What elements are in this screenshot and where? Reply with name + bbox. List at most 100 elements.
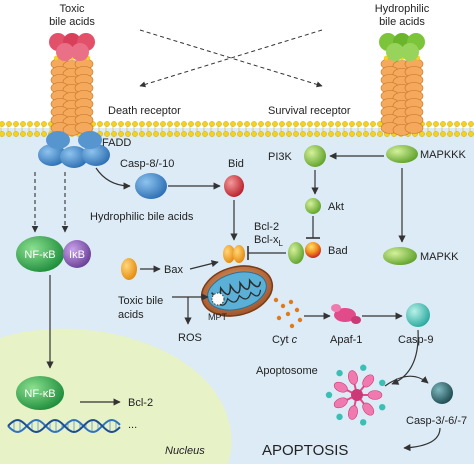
membrane-lipid-head	[335, 131, 341, 137]
hydrophilic-bile-acids-label-2: bile acids	[379, 16, 425, 28]
arrow-casp9-to-apoptosome	[391, 329, 419, 385]
membrane-lipid-head	[300, 121, 306, 127]
membrane-lipid-head	[370, 121, 376, 127]
membrane-lipid-head	[111, 131, 117, 137]
membrane-lipid-head	[41, 121, 47, 127]
membrane-lipid-head	[258, 121, 264, 127]
membrane-lipid-head	[314, 131, 320, 137]
membrane-lipid-head	[447, 131, 453, 137]
fadd-label: FADD	[102, 137, 131, 149]
cytochrome-c-particles	[273, 297, 303, 329]
membrane-lipid-head	[272, 121, 278, 127]
membrane-lipid-head	[468, 131, 474, 137]
membrane-lipid-head	[251, 131, 257, 137]
membrane-lipid-head	[342, 121, 348, 127]
fadd-blob-2	[60, 146, 88, 168]
apoptosome-complex	[325, 364, 386, 426]
fadd-blob-1	[38, 144, 66, 166]
dashed-arrow-toxic-to-survival	[139, 29, 323, 88]
membrane-lipid-head	[6, 131, 12, 137]
receptor-binding-site	[383, 55, 389, 61]
membrane-lipid-head	[41, 131, 47, 137]
membrane-lipid-head	[104, 121, 110, 127]
nfkb-node	[16, 236, 64, 272]
membrane-lipid-head	[272, 131, 278, 137]
apoptosome-casp9-unit	[379, 403, 386, 411]
membrane-lipid-head	[153, 121, 159, 127]
membrane-lipid-head	[426, 131, 432, 137]
membrane-lipid-head	[468, 121, 474, 127]
membrane-lipid-head	[265, 121, 271, 127]
membrane-lipid-head	[216, 131, 222, 137]
membrane-lipid-head	[244, 121, 250, 127]
apoptosome-casp9-unit	[336, 369, 343, 377]
apoptosome-casp9-unit	[325, 391, 333, 399]
membrane-lipid-head	[104, 131, 110, 137]
fadd-blob-4	[46, 131, 70, 149]
membrane-lipid-head	[181, 121, 187, 127]
nfkb-nucleus-label: NF-κB	[24, 388, 55, 400]
membrane-lipid-head	[188, 131, 194, 137]
arrow-fadd-to-casp8	[95, 167, 131, 190]
apoptosome-apaf1-unit	[362, 402, 375, 416]
membrane-lipid-head	[251, 121, 257, 127]
membrane-lipid-head	[125, 121, 131, 127]
membrane-lipid-head	[181, 131, 187, 137]
apoptosome-apaf1-unit	[333, 381, 348, 393]
membrane-lipid-head	[167, 131, 173, 137]
survival-receptor-label: Survival receptor	[268, 105, 351, 117]
bad-node	[305, 242, 321, 258]
membrane-lipid-head	[377, 121, 383, 127]
bax-label: Bax	[164, 264, 183, 276]
mapkk-node	[383, 247, 417, 265]
membrane-lipid-head	[363, 121, 369, 127]
membrane-lipid-head	[160, 121, 166, 127]
nfkb-label: NF-κB	[24, 249, 55, 261]
apoptosome-apaf1-unit	[367, 390, 383, 400]
membrane-lipid-head	[174, 121, 180, 127]
membrane-lipid-head	[174, 131, 180, 137]
mapkk-label: MAPKK	[420, 251, 459, 263]
cyt-c-label: Cyt c	[272, 334, 298, 346]
nucleus-label: Nucleus	[165, 445, 205, 457]
membrane-lipid-head	[461, 131, 467, 137]
akt-node	[305, 198, 321, 214]
bcl2-nucleus-label: Bcl-2	[128, 397, 153, 409]
membrane-lipid-head	[454, 131, 460, 137]
hydrophilic-acid-5	[401, 43, 419, 61]
membrane-lipid-head	[0, 121, 5, 127]
membrane-lipid-head	[433, 121, 439, 127]
akt-label: Akt	[328, 201, 344, 213]
membrane-lipid-head	[13, 121, 19, 127]
membrane-lipid-head	[447, 121, 453, 127]
hydrophilic-acid-4	[386, 43, 404, 61]
membrane-lipid-head	[293, 131, 299, 137]
pi3k-label: PI3K	[268, 151, 293, 163]
dna-helix	[7, 418, 121, 434]
membrane-lipid-head	[13, 131, 19, 137]
bid-node	[224, 175, 244, 197]
membrane-lipid-head	[342, 131, 348, 137]
toxic-acid-4	[56, 43, 74, 61]
membrane-lipid-head	[454, 121, 460, 127]
membrane-lipid-head	[20, 121, 26, 127]
membrane-lipid-head	[307, 131, 313, 137]
membrane-lipid-head	[34, 131, 40, 137]
membrane-lipid-head	[335, 121, 341, 127]
fadd-blob-5	[78, 131, 102, 149]
toxic-acid-5	[71, 43, 89, 61]
death-receptor-label: Death receptor	[108, 105, 181, 117]
membrane-lipid-head	[188, 121, 194, 127]
survival-receptor	[379, 33, 425, 163]
membrane-lipid-head	[125, 131, 131, 137]
apoptosome-apaf1-unit	[348, 405, 358, 420]
receptor-binding-site	[53, 55, 59, 61]
membrane-lipid-head	[321, 131, 327, 137]
bad-label: Bad	[328, 245, 348, 257]
apoptosome-label: Apoptosome	[256, 365, 318, 377]
membrane-lipid-head	[0, 131, 5, 137]
membrane-lipid-head	[440, 121, 446, 127]
membrane-lipid-head	[132, 131, 138, 137]
membrane-lipid-head	[307, 121, 313, 127]
